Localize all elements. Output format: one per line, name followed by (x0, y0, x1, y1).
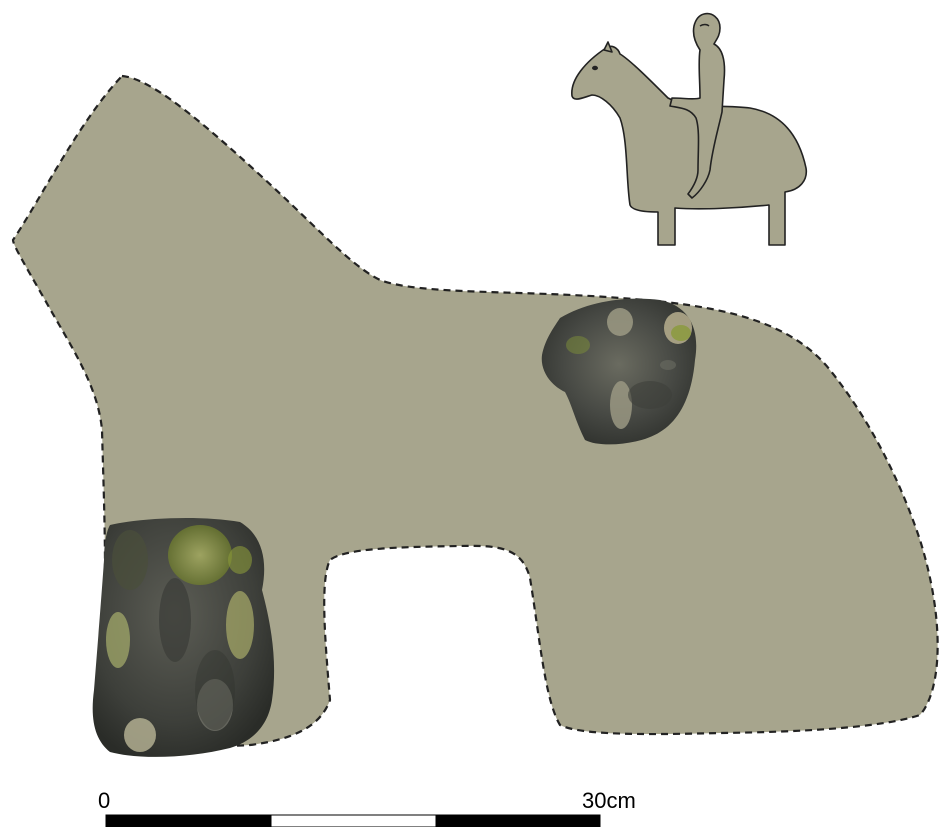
lower-stone-fragment (93, 518, 274, 757)
scale-segment-1 (106, 815, 271, 827)
scale-start-label: 0 (98, 788, 110, 813)
scale-segment-3 (436, 815, 600, 827)
horse-and-rider-icon (572, 14, 806, 245)
scale-segment-2 (271, 815, 436, 827)
scale-bar: 0 30cm (98, 788, 636, 827)
scale-end-label: 30cm (582, 788, 636, 813)
